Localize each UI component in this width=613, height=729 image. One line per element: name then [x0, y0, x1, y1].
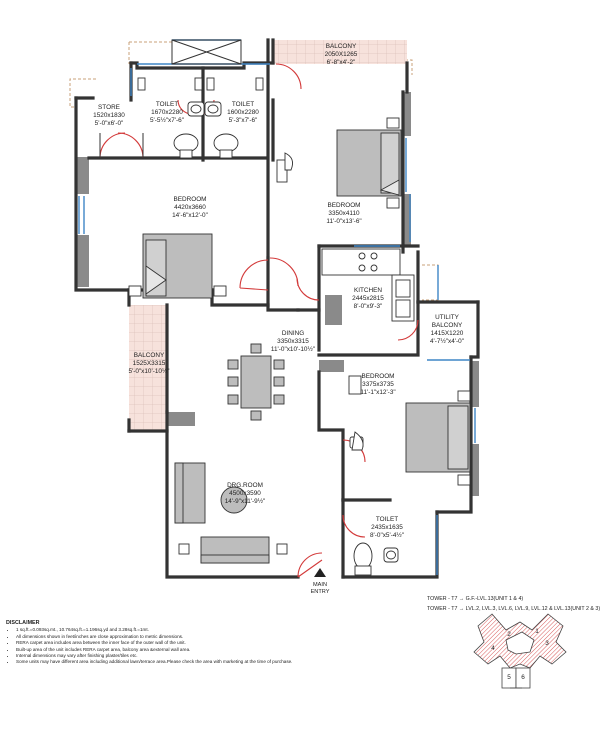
- label-bedroom-1: BEDROOM 4420x3660 14'-6"x12'-0": [160, 196, 220, 220]
- room-feet: 5'-0"x10'-10½": [128, 368, 170, 375]
- disclaimer-item: All dimensions shown in feet/inches are …: [16, 634, 426, 640]
- label-balcony-left: BALCONY 1525X3315 5'-0"x10'-10½": [128, 352, 170, 376]
- label-drawing-room: DRG.ROOM 4500x3590 14'-9"x11'-9½": [212, 482, 278, 506]
- disclaimer-item: RERA carpet area includes area between t…: [16, 640, 426, 646]
- room-feet: 11'-1"x12'-3": [360, 389, 396, 396]
- room-dims: 2050X1265: [324, 51, 358, 58]
- room-feet: 6'-8"x4'-2": [326, 59, 356, 66]
- key-unit-3: 3: [545, 640, 549, 647]
- room-name: UTILITY BALCONY: [431, 314, 463, 329]
- room-dims: 4420x3660: [174, 204, 206, 211]
- label-toilet-2: TOILET 1600x2280 5'-3"x7'-6": [218, 101, 268, 125]
- room-name: BEDROOM: [327, 202, 361, 209]
- key-unit-2: 2: [507, 631, 511, 638]
- label-store: STORE 1520x1830 5'-0"x6'-0": [86, 104, 132, 128]
- room-dims: 1600x2280: [227, 109, 259, 116]
- room-feet: 5'-3"x7'-6": [228, 117, 258, 124]
- main-entry-label: MAIN ENTRY: [302, 582, 338, 596]
- disclaimer-item: 1 sq.ft.=0.093sq.mt., 10.764sq.ft.=1.196…: [16, 627, 426, 633]
- room-feet: 11'-0"x10'-10½": [270, 346, 316, 353]
- entry-line-2: ENTRY: [310, 589, 330, 595]
- room-dims: 2435x1635: [371, 524, 403, 531]
- room-dims: 3350x3315: [277, 338, 309, 345]
- kitchen-counter: [321, 248, 415, 322]
- room-name: BALCONY: [133, 352, 165, 359]
- disclaimer-title: DISCLAIMER: [6, 620, 40, 626]
- study-chairs: [276, 152, 364, 451]
- room-dims: 1415X1220: [430, 330, 464, 337]
- room-dims: 1525X3315: [132, 360, 166, 367]
- bed-1: [128, 233, 227, 299]
- bed-3: [405, 390, 471, 486]
- room-name: TOILET: [375, 516, 399, 523]
- room-name: KITCHEN: [353, 287, 383, 294]
- room-dims: 1670x2280: [151, 109, 183, 116]
- room-feet: 4'-7½"x4'-0": [430, 338, 464, 345]
- key-unit-1: 1: [535, 628, 539, 635]
- entry-line-1: MAIN: [313, 582, 327, 588]
- grey-walls: [76, 92, 479, 496]
- label-bedroom-3: BEDROOM 3375x3735 11'-1"x12'-3": [345, 373, 411, 397]
- room-feet: 14'-6"x12'-0": [172, 212, 208, 219]
- key-unit-4: 4: [491, 645, 495, 652]
- key-plan: [473, 613, 567, 689]
- room-feet: 8'-0"x5'-4½": [370, 532, 404, 539]
- label-toilet-1: TOILET 1670x2280 5'-5½"x7'-6": [142, 101, 192, 125]
- room-name: BEDROOM: [173, 196, 207, 203]
- disclaimer-item: Internal dimensions may vary after finis…: [16, 653, 426, 659]
- room-name: TOILET: [155, 101, 179, 108]
- room-name: BALCONY: [325, 43, 357, 50]
- room-name: TOILET: [231, 101, 255, 108]
- room-name: DRG.ROOM: [227, 482, 263, 489]
- room-feet: 5'-5½"x7'-6": [150, 117, 184, 124]
- label-balcony-top: BALCONY 2050X1265 6'-8"x4'-2": [301, 43, 381, 67]
- room-dims: 4500x3590: [229, 490, 261, 497]
- label-dining: DINING 3350x3315 11'-0"x10'-10½": [262, 330, 324, 354]
- room-name: STORE: [98, 104, 120, 111]
- tower-line-2: TOWER - T7 → LVL.2, LVL.3, LVL.6, LVL.9,…: [427, 606, 601, 612]
- disclaimer-item: Some units may have different area inclu…: [16, 659, 426, 665]
- sofa-set: [174, 462, 288, 564]
- label-kitchen: KITCHEN 2445x2815 8'-0"x9'-3": [342, 287, 394, 311]
- ventilation-window: [171, 39, 242, 65]
- room-feet: 14'-9"x11'-9½": [224, 498, 266, 505]
- disclaimer-item: Built-up area of the unit includes RERA …: [16, 647, 426, 653]
- room-feet: 11'-0"x13'-6": [326, 218, 362, 225]
- bed-2: [336, 117, 402, 209]
- room-dims: 3375x3735: [362, 381, 394, 388]
- room-dims: 3350x4110: [328, 210, 360, 217]
- room-feet: 8'-0"x9'-3": [353, 303, 383, 310]
- label-utility: UTILITY BALCONY 1415X1220 4'-7½"x4'-0": [420, 314, 474, 346]
- balcony-top-floor: [273, 40, 407, 64]
- room-name: BEDROOM: [361, 373, 395, 380]
- entry-arrow-icon: [314, 568, 326, 577]
- disclaimer: DISCLAIMER 1 sq.ft.=0.093sq.mt., 10.764s…: [6, 620, 426, 666]
- key-unit-6: 6: [521, 674, 525, 681]
- label-bedroom-2: BEDROOM 3350x4110 11'-0"x13'-6": [312, 202, 376, 226]
- dining-table: [227, 343, 285, 421]
- outer-boundary: [69, 41, 439, 301]
- room-feet: 5'-0"x6'-0": [94, 120, 124, 127]
- balcony-left-floor: [129, 305, 167, 431]
- room-name: DINING: [281, 330, 305, 337]
- windows: [78, 39, 476, 575]
- room-dims: 1520x1830: [93, 112, 125, 119]
- tower-line-1: TOWER - T7 → G.F.-LVL.13(UNIT 1 & 4): [427, 596, 524, 602]
- key-unit-5: 5: [507, 674, 511, 681]
- label-toilet-3: TOILET 2435x1635 8'-0"x5'-4½": [362, 516, 412, 540]
- room-dims: 2445x2815: [352, 295, 384, 302]
- door-frames: [99, 133, 144, 158]
